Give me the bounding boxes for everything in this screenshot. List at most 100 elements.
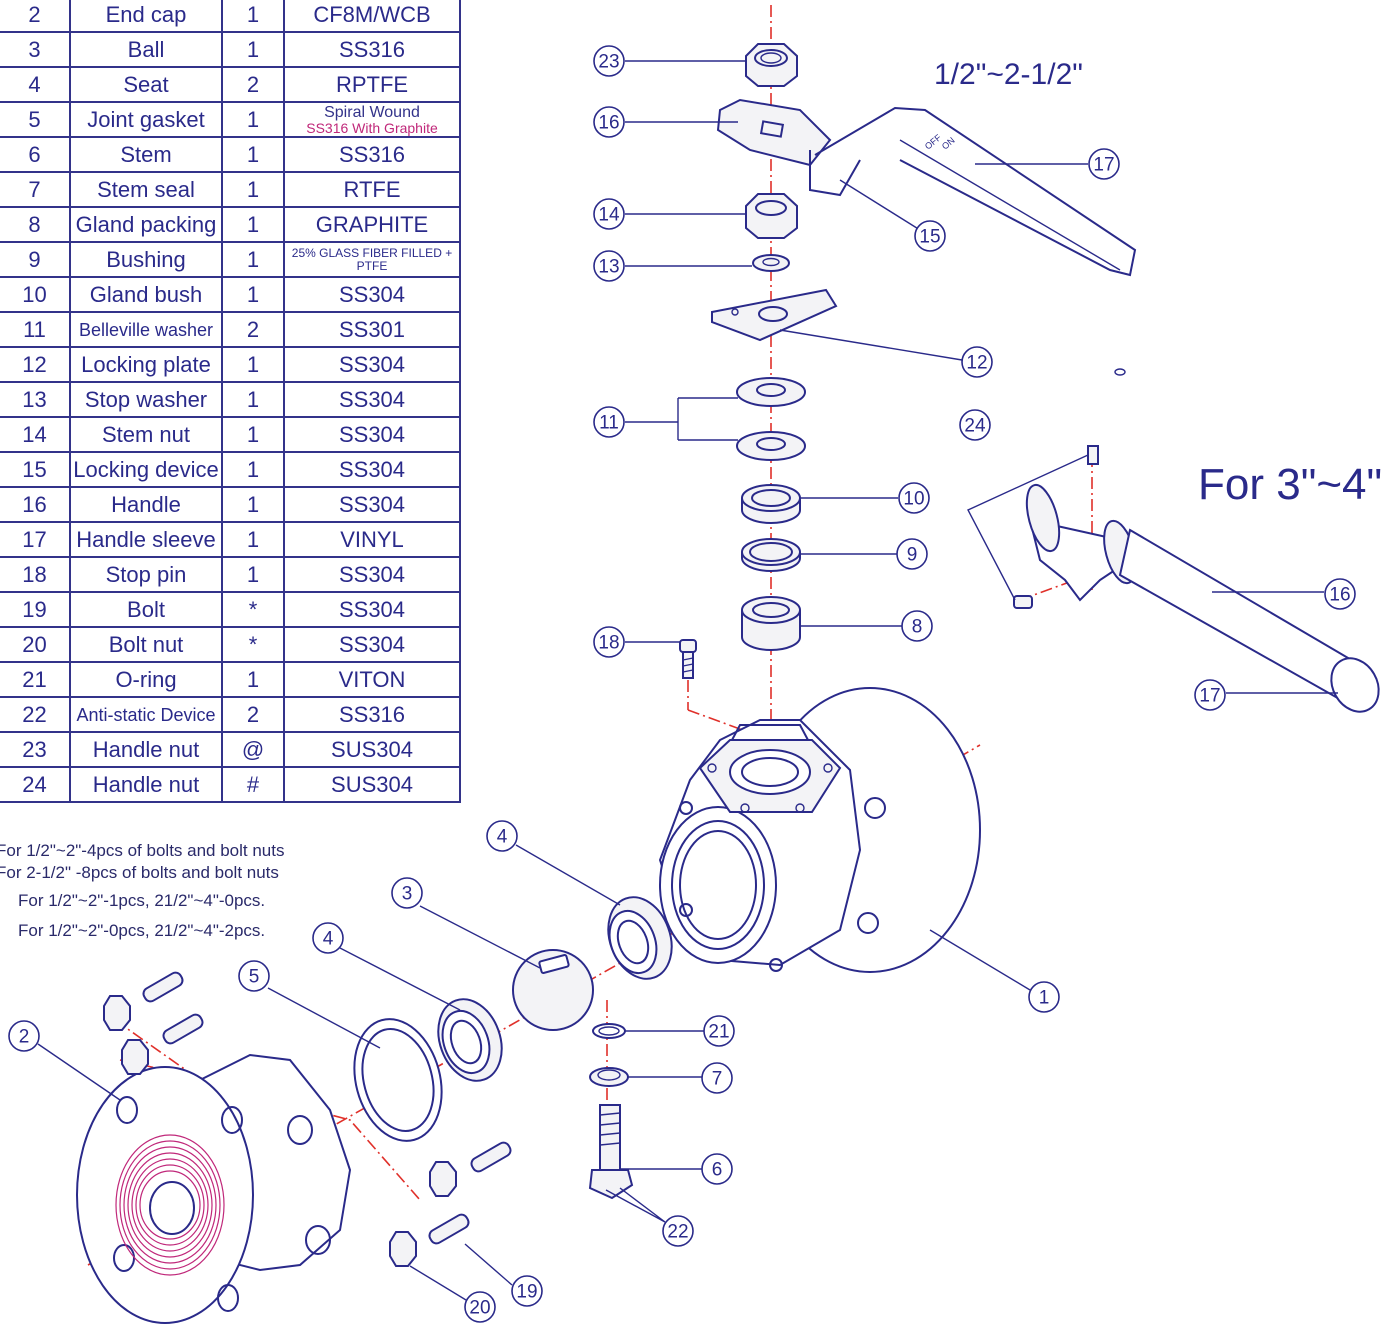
callout-4: 4: [486, 820, 518, 852]
stem-nut-14: [745, 193, 798, 239]
part-material: SS304: [283, 591, 461, 628]
material-line-2: SS316 With Graphite: [306, 119, 438, 136]
callout-label: 18: [598, 633, 619, 654]
callout-label: 15: [919, 227, 940, 248]
callout-label: 5: [249, 967, 260, 988]
part-qty: 1: [221, 206, 285, 243]
part-name: Anti-static Device: [69, 696, 223, 733]
callout-16: 16: [593, 106, 625, 138]
part-number: 13: [0, 381, 71, 418]
callout-10: 10: [898, 482, 930, 514]
part-name: Handle sleeve: [69, 521, 223, 558]
callout-label: 16: [1329, 585, 1350, 606]
bushing-9: [741, 538, 801, 572]
part-number: 17: [0, 521, 71, 558]
callout-1: 1: [1028, 981, 1060, 1013]
bolts-19: [142, 971, 512, 1245]
part-material: SUS304: [283, 731, 461, 768]
callout-label: 22: [667, 1222, 688, 1243]
part-name: Seat: [69, 66, 223, 103]
part-material: RPTFE: [283, 66, 461, 103]
part-material: SUS304: [283, 766, 461, 803]
part-qty: *: [221, 626, 285, 663]
seat-4-left: [437, 998, 503, 1082]
spiral-gasket-face: [115, 1134, 225, 1276]
part-qty: #: [221, 766, 285, 803]
part-number: 7: [0, 171, 71, 208]
callout-21: 21: [703, 1015, 735, 1047]
callout-9: 9: [896, 538, 928, 570]
horizontal-axis: [87, 894, 741, 1266]
part-name: Stop pin: [69, 556, 223, 593]
notes: For 1/2"~2"-4pcs of bolts and bolt nuts …: [0, 840, 285, 942]
part-material: CF8M/WCB: [283, 0, 461, 33]
o-ring-21: [592, 1023, 626, 1039]
part-number: 2: [0, 0, 71, 33]
callout-17: 17: [1088, 148, 1120, 180]
part-number: 5: [0, 101, 71, 138]
part-material: SS316: [283, 31, 461, 68]
large-size-title: For 3"~4": [1198, 460, 1383, 509]
part-name: Stem: [69, 136, 223, 173]
callout-label: 3: [402, 884, 413, 905]
stop-pin-18: [679, 639, 697, 679]
part-number: 22: [0, 696, 71, 733]
part-qty: 1: [221, 241, 285, 278]
part-qty: 1: [221, 101, 285, 138]
part-material: SS316: [283, 136, 461, 173]
callout-label: 20: [469, 1298, 490, 1319]
part-material: 25% GLASS FIBER FILLED + PTFE: [283, 241, 461, 278]
callout-label: 9: [907, 545, 918, 566]
callout-18: 18: [593, 626, 625, 658]
part-material: SS304: [283, 451, 461, 488]
callout-19: 19: [511, 1275, 543, 1307]
part-name: Stop washer: [69, 381, 223, 418]
part-qty: 1: [221, 451, 285, 488]
part-material: SS304: [283, 276, 461, 313]
part-number: 4: [0, 66, 71, 103]
callout-label: 23: [598, 52, 619, 73]
part-number: 14: [0, 416, 71, 453]
lever-handle-16: ON OFF: [716, 98, 1137, 277]
material-line-1: Spiral Wound: [324, 103, 420, 121]
part-qty: 1: [221, 31, 285, 68]
part-qty: 2: [221, 696, 285, 733]
part-qty: 1: [221, 136, 285, 173]
callout-label: 17: [1093, 155, 1114, 176]
callout-2: 2: [8, 1020, 40, 1052]
seat-4-right: [607, 896, 673, 980]
callout-label: 24: [964, 416, 986, 437]
valve-body-1: [658, 687, 981, 973]
part-number: 3: [0, 31, 71, 68]
part-qty: 1: [221, 171, 285, 208]
part-number: 11: [0, 311, 71, 348]
part-qty: 1: [221, 556, 285, 593]
part-material: GRAPHITE: [283, 206, 461, 243]
callout-label: 10: [903, 489, 924, 510]
locking-plate-12: [711, 288, 838, 342]
part-number: 16: [0, 486, 71, 523]
part-name: End cap: [69, 0, 223, 33]
callout-label: 21: [708, 1022, 729, 1043]
part-name: Stem nut: [69, 416, 223, 453]
ball-3: [512, 949, 594, 1031]
